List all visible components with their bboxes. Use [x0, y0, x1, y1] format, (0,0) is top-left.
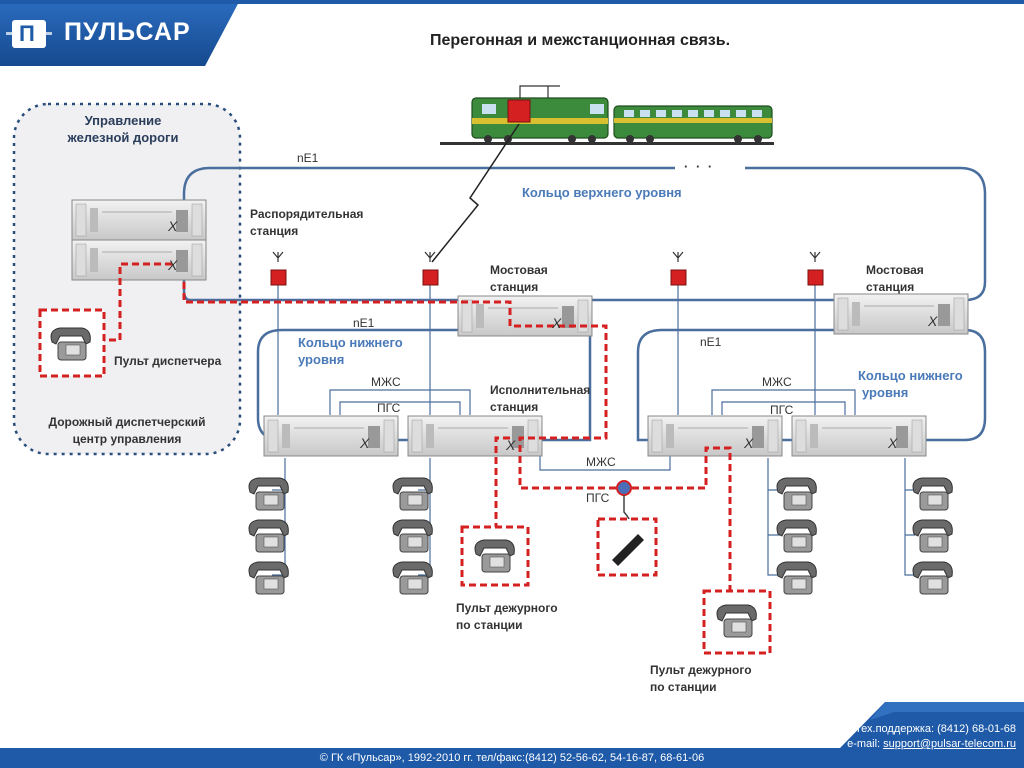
cross-connect-mark: X [168, 218, 178, 234]
mzhs-left-label: МЖС [371, 375, 401, 389]
mzhs-center-label: МЖС [586, 455, 616, 469]
support-phone: Тех.поддержка: (8412) 68-01-68 [855, 723, 1016, 735]
ne1-top-label: nE1 [297, 151, 319, 165]
pgs-node-icon [616, 480, 632, 496]
railway-management-region [12, 102, 242, 456]
copyright-text: © ГК «Пульсар», 1992-2010 гг. тел/факс:(… [319, 752, 705, 764]
cross-connect-mark: X [552, 315, 562, 331]
rack-railway-mgmt-1 [71, 199, 207, 241]
rack-exec-station-right [647, 415, 783, 457]
antenna-icon [670, 251, 687, 286]
logo-text: ПУЛЬСАР [64, 18, 191, 46]
train-illustration [440, 85, 774, 145]
ne1-right-label: nE1 [700, 335, 722, 349]
rack-railway-mgmt-2 [71, 239, 207, 281]
upper-ring-label: Кольцо верхнего уровня [522, 185, 682, 200]
rack-right-station [791, 415, 927, 457]
pgs-left-label: ПГС [377, 401, 401, 415]
antenna-icon [807, 251, 824, 286]
rack-bridge-right [833, 293, 969, 335]
rack-exec-station-left [407, 415, 543, 457]
pgs-center-label: ПГС [586, 491, 610, 505]
radio-link-icon [431, 123, 520, 263]
mzhs-right-label: МЖС [762, 375, 792, 389]
duty-console-box-2 [702, 589, 772, 655]
handset-box [596, 517, 658, 577]
cross-connect-mark: X [928, 313, 938, 329]
page-title: Перегонная и межстанционная связь. [429, 32, 731, 49]
cross-connect-mark: X [168, 257, 178, 273]
ring-continuation-dots: · · · [684, 159, 715, 174]
dispatcher-console-box [38, 308, 106, 378]
cross-connect-mark: X [888, 435, 898, 451]
dispatcher-console-label: Пульт диспетчера [114, 354, 222, 368]
rack-bridge-mid [457, 295, 593, 337]
rack-control-station [263, 415, 399, 457]
header-banner [0, 0, 1024, 66]
duty-console-box-1 [460, 525, 530, 587]
antenna-icon [270, 251, 287, 286]
logo-icon [6, 20, 52, 48]
logo-letter: П [19, 21, 35, 46]
ne1-left-label: nE1 [353, 316, 375, 330]
cross-connect-mark: X [506, 437, 516, 453]
pgs-right-label: ПГС [770, 403, 794, 417]
cross-connect-mark: X [744, 435, 754, 451]
cross-connect-mark: X [360, 435, 370, 451]
antenna-icon [422, 251, 439, 286]
support-email-line: e-mail: support@pulsar-telecom.ru [847, 738, 1016, 750]
support-email-link[interactable]: support@pulsar-telecom.ru [883, 738, 1016, 750]
